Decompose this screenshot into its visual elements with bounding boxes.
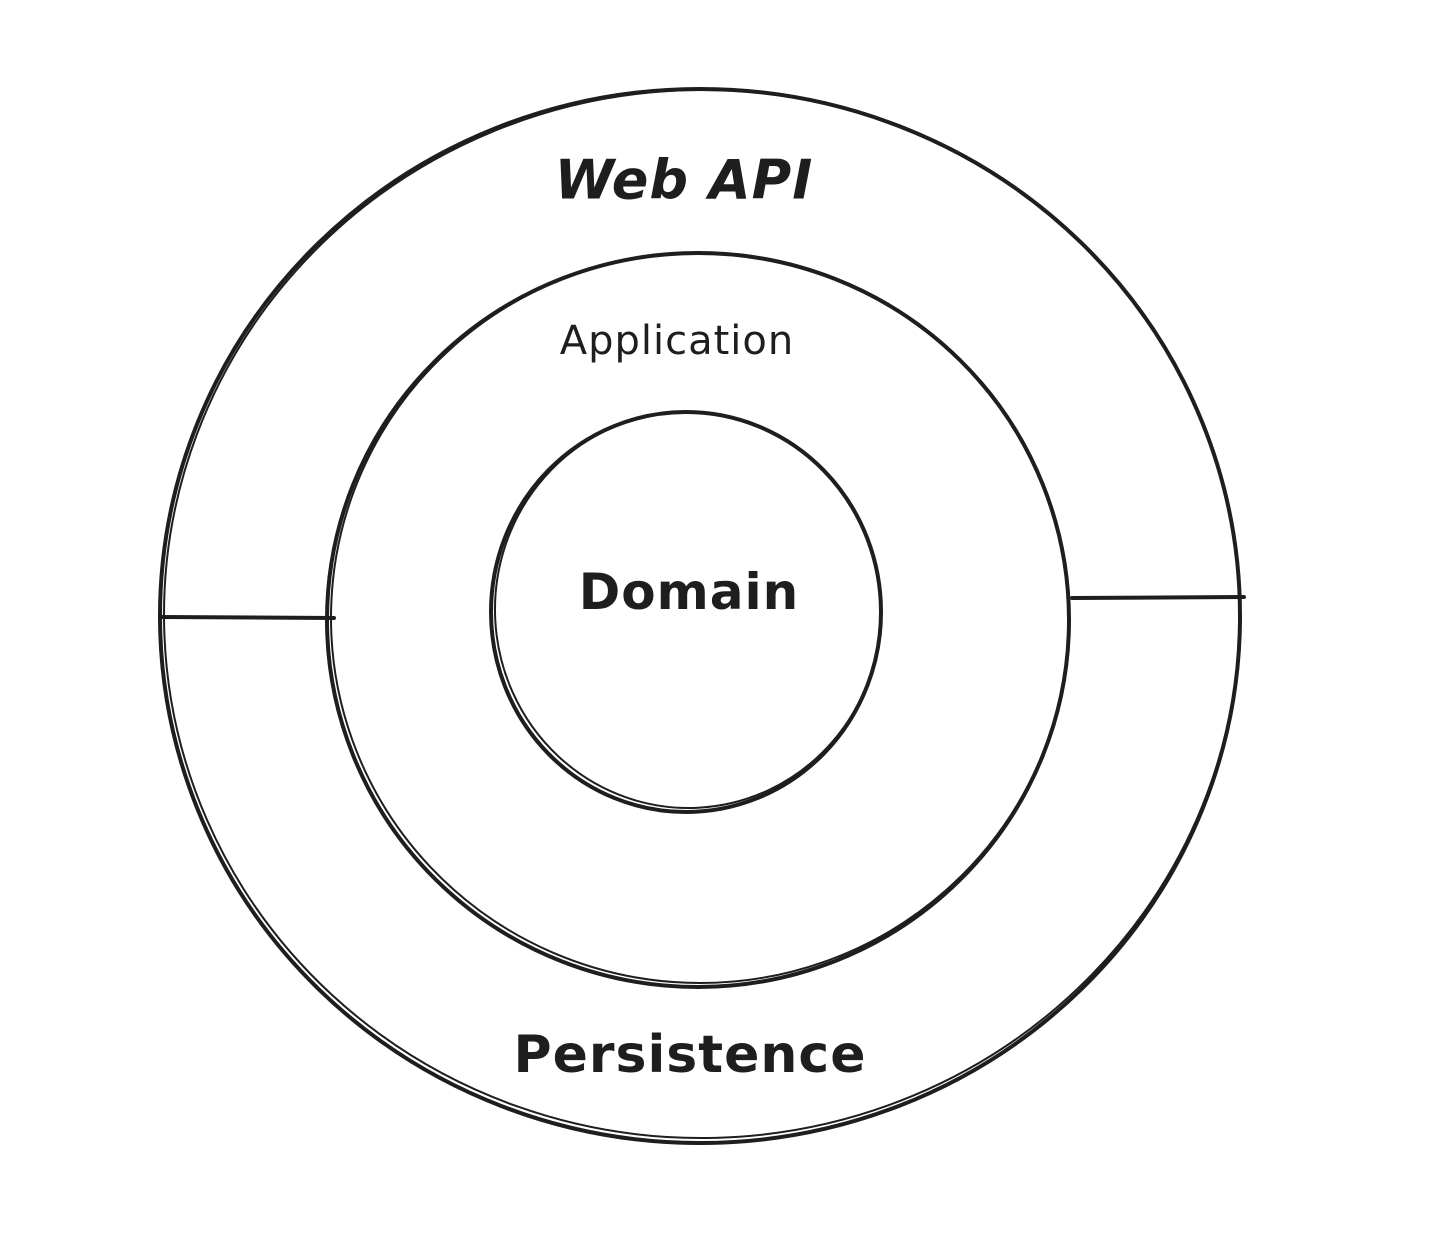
right-divider-line (1070, 595, 1246, 600)
inner-circle (489, 410, 883, 814)
left-divider-line (158, 615, 336, 620)
persistence-layer-label: Persistence (513, 1025, 867, 1085)
domain-layer-label: Domain (578, 563, 800, 621)
middle-ring (325, 251, 1071, 989)
web-api-layer-label: Web API (554, 148, 814, 212)
application-layer-label: Application (559, 318, 795, 364)
